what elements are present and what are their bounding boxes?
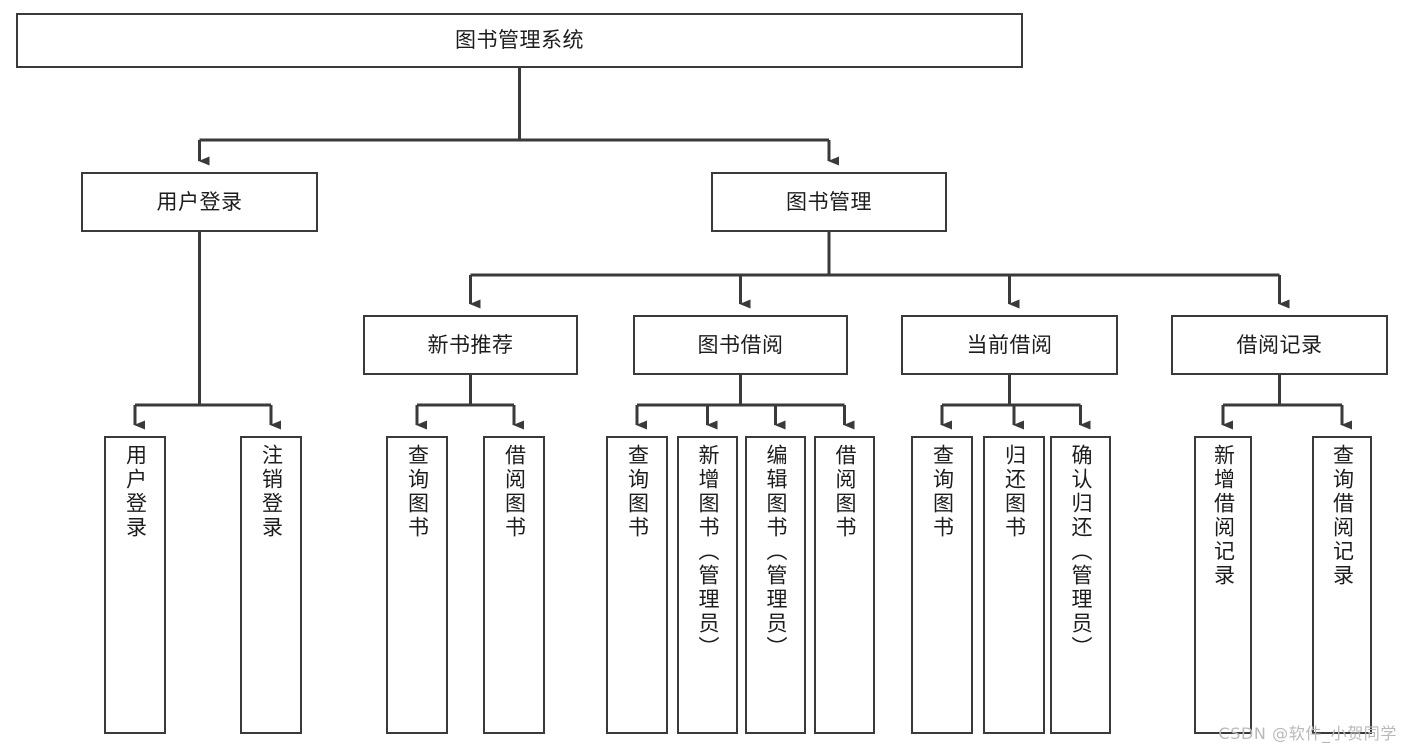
node-leaf-borrow-book-label: 借阅图书 — [833, 444, 857, 540]
node-leaf-query-book-recommend-label: 查询图书 — [405, 444, 430, 540]
node-leaf-add-book-admin-label: 新增图书（管理员） — [696, 444, 720, 660]
node-leaf-query-book-borrow-label: 查询图书 — [625, 444, 650, 540]
node-book-borrow-label: 图书借阅 — [697, 332, 784, 357]
node-leaf-edit-book-admin-label: 编辑图书（管理员） — [764, 444, 788, 660]
node-leaf-query-book-borrow[interactable]: 查询图书 — [606, 436, 668, 734]
node-leaf-edit-book-admin[interactable]: 编辑图书（管理员） — [745, 436, 806, 734]
node-new-book-recommend[interactable]: 新书推荐 — [363, 315, 578, 375]
node-leaf-confirm-return-admin-label: 确认归还（管理员） — [1069, 444, 1093, 660]
node-current-borrow-label: 当前借阅 — [966, 332, 1053, 357]
node-root-label: 图书管理系统 — [455, 28, 584, 53]
node-leaf-query-book-recommend[interactable]: 查询图书 — [386, 436, 448, 734]
node-root[interactable]: 图书管理系统 — [16, 13, 1023, 68]
node-leaf-add-borrow-record-label: 新增借阅记录 — [1211, 444, 1236, 588]
node-leaf-return-book-label: 归还图书 — [1002, 444, 1027, 540]
node-user-login[interactable]: 用户登录 — [81, 172, 318, 232]
node-leaf-borrow-book-recommend-label: 借阅图书 — [502, 444, 527, 540]
node-leaf-user-login[interactable]: 用户登录 — [104, 436, 166, 734]
node-current-borrow[interactable]: 当前借阅 — [901, 315, 1118, 375]
csdn-watermark: CSDN @软件_小贺同学 — [1218, 724, 1397, 743]
node-new-book-recommend-label: 新书推荐 — [427, 332, 514, 357]
node-leaf-query-borrow-record[interactable]: 查询借阅记录 — [1312, 436, 1372, 734]
node-leaf-query-book-current[interactable]: 查询图书 — [911, 436, 973, 734]
node-leaf-return-book[interactable]: 归还图书 — [983, 436, 1045, 734]
node-user-login-label: 用户登录 — [156, 189, 243, 214]
node-leaf-borrow-book-recommend[interactable]: 借阅图书 — [483, 436, 545, 734]
node-leaf-user-login-label: 用户登录 — [123, 444, 148, 540]
node-leaf-add-borrow-record[interactable]: 新增借阅记录 — [1194, 436, 1252, 734]
node-book-management[interactable]: 图书管理 — [711, 172, 947, 232]
node-leaf-confirm-return-admin[interactable]: 确认归还（管理员） — [1050, 436, 1111, 734]
node-leaf-add-book-admin[interactable]: 新增图书（管理员） — [677, 436, 738, 734]
node-leaf-logout[interactable]: 注销登录 — [240, 436, 302, 734]
node-leaf-logout-label: 注销登录 — [259, 444, 284, 540]
node-borrow-record[interactable]: 借阅记录 — [1171, 315, 1388, 375]
node-book-borrow[interactable]: 图书借阅 — [633, 315, 848, 375]
node-borrow-record-label: 借阅记录 — [1236, 332, 1323, 357]
node-book-management-label: 图书管理 — [786, 189, 872, 214]
node-leaf-query-book-current-label: 查询图书 — [930, 444, 955, 540]
node-leaf-borrow-book[interactable]: 借阅图书 — [814, 436, 875, 734]
node-leaf-query-borrow-record-label: 查询借阅记录 — [1330, 444, 1355, 588]
